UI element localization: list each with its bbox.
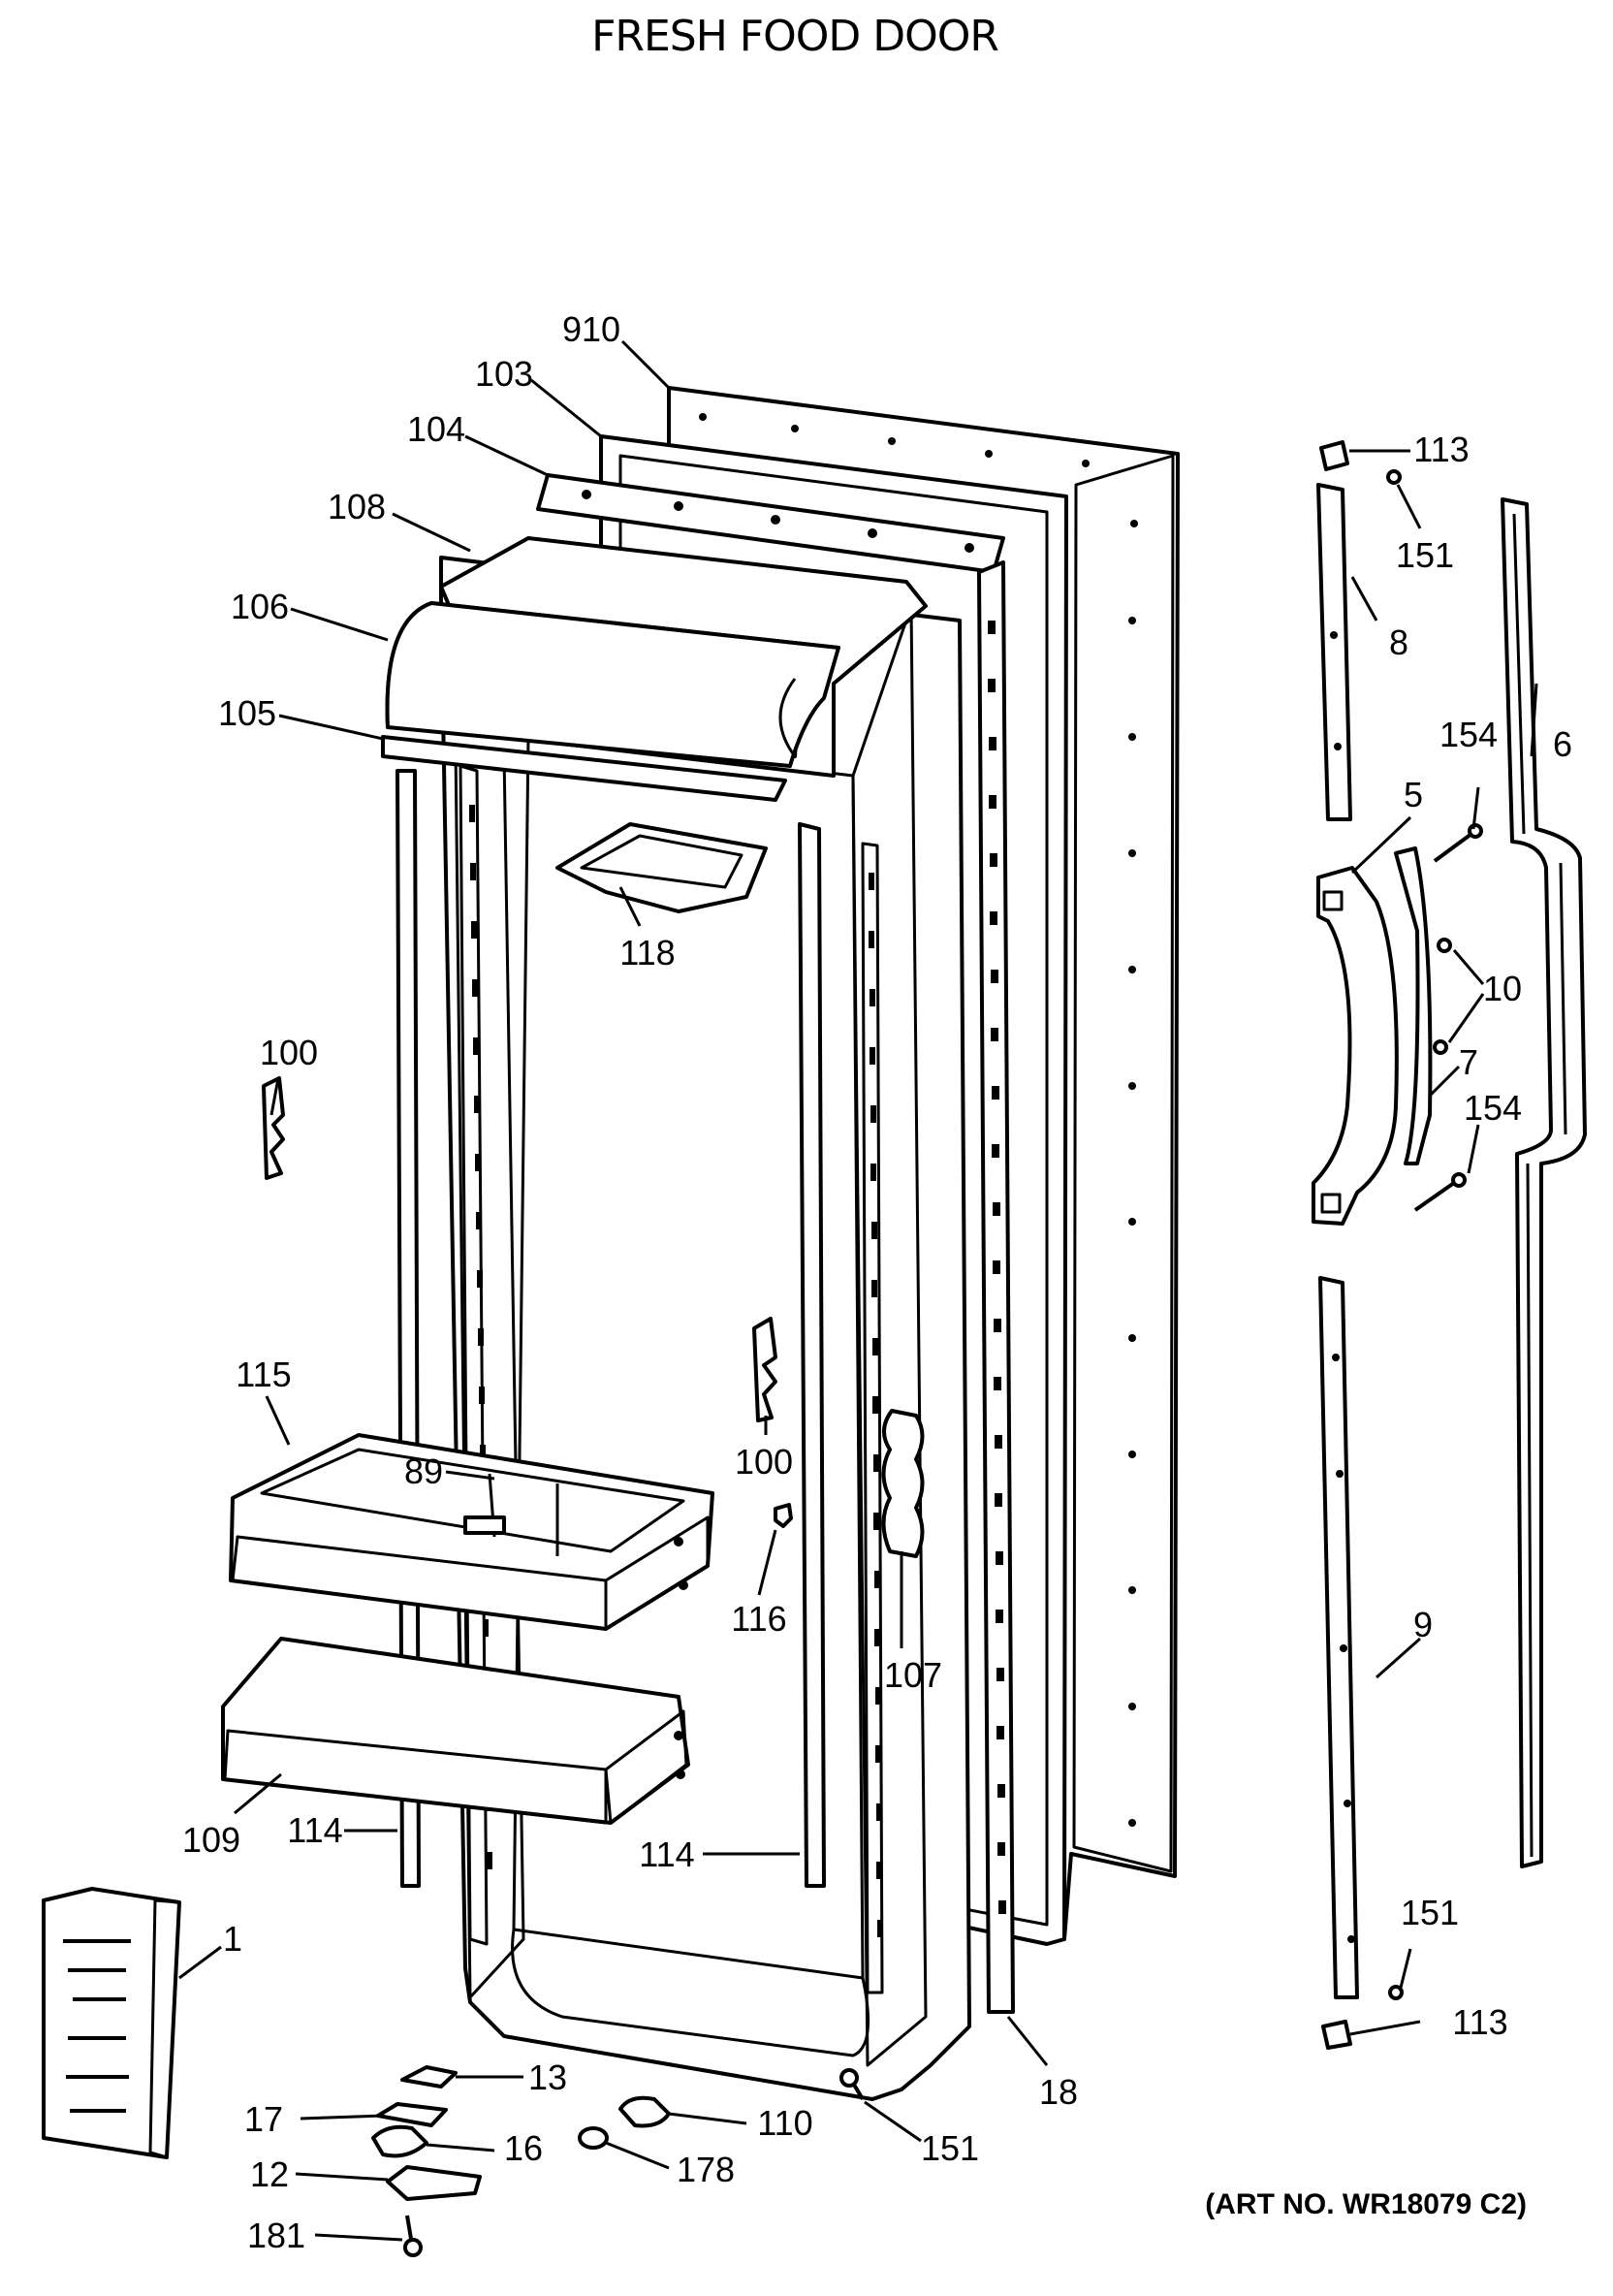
door-stop [881,1409,925,1558]
callout-114-right: 114 [639,1834,694,1874]
hinge-cam-16 [371,2124,428,2158]
callout-178: 178 [677,2150,735,2189]
hinge-shim-17 [376,2102,448,2127]
callout-16: 16 [504,2128,543,2168]
callout-116: 116 [731,1599,786,1639]
screw-151-lower [1388,1985,1404,2000]
deep-door-bin [229,1433,714,1631]
callout-6: 6 [1553,724,1572,764]
callout-154-top: 154 [1439,715,1498,754]
handle-cap-bottom [1321,2020,1352,2050]
hinge-side-rail [977,560,1015,2014]
callout-105: 105 [218,693,276,733]
handle-cap-top [1319,440,1349,471]
callout-1: 1 [223,1919,242,1959]
screw-116 [774,1503,793,1528]
callout-89: 89 [404,1451,443,1491]
callout-118: 118 [619,933,675,973]
screw-154-bottom [1413,1172,1467,1212]
callout-115: 115 [236,1355,291,1394]
handle-insert-7 [1394,846,1433,1165]
callout-106: 106 [231,587,289,626]
art-number: (ART NO. WR18079 C2) [1205,2188,1527,2220]
owner-literature [42,1887,181,2159]
callout-108: 108 [328,487,386,526]
callout-17: 17 [244,2099,283,2139]
callout-151-lower: 151 [1401,1893,1459,1932]
callout-151-top: 151 [1396,535,1454,575]
right-shelf-rail [798,822,826,1888]
screw-181 [403,2215,423,2257]
callout-104: 104 [407,409,465,449]
screw-151-bottom [839,2068,865,2101]
callout-110: 110 [757,2103,812,2143]
diagram-title: FRESH FOOD DOOR [591,12,998,61]
upper-handle-trim [1316,483,1352,821]
screw-154-top [1433,823,1483,863]
hinge-bracket-12 [386,2165,482,2201]
screws-10 [1433,938,1452,1055]
shelf-clip-middle [752,1317,777,1422]
hinge-plate-13 [400,2065,458,2089]
callout-103: 103 [475,354,533,394]
callout-113-bottom: 113 [1452,2002,1507,2042]
right-liner-rail [861,842,884,1994]
handle-gasket-6 [1501,497,1587,1868]
shallow-door-bin [221,1637,690,1825]
dairy-compartment-door [385,601,840,768]
handle-5 [1312,866,1399,1226]
cap-110 [618,2095,671,2128]
callout-114-left: 114 [287,1810,342,1850]
shelf-clip-left [262,1076,285,1180]
callout-910: 910 [562,309,620,349]
callout-labels: 910 103 104 108 106 105 118 100 100 115 … [182,309,1572,2255]
callout-109: 109 [182,1820,240,1860]
lower-handle-trim [1318,1276,1359,1999]
callout-9: 9 [1413,1605,1433,1644]
egg-tray [555,822,768,913]
callout-100-left: 100 [260,1033,318,1072]
callout-18: 18 [1039,2072,1078,2112]
screw-151-top [1386,469,1402,485]
callout-113-top: 113 [1413,430,1469,469]
callout-7: 7 [1459,1042,1478,1082]
callout-10: 10 [1483,969,1522,1008]
callout-12: 12 [250,2154,289,2194]
callout-8: 8 [1389,622,1408,662]
dairy-door-strip [381,735,787,802]
callout-5: 5 [1404,775,1423,814]
callout-154-bottom: 154 [1464,1088,1522,1128]
callout-13: 13 [528,2057,567,2097]
leader-lines [178,339,1538,2242]
callout-100-middle: 100 [735,1442,793,1482]
callout-151-bottom: 151 [921,2128,979,2168]
washer-178 [578,2126,609,2150]
callout-107: 107 [884,1655,942,1695]
callout-181: 181 [247,2216,305,2255]
